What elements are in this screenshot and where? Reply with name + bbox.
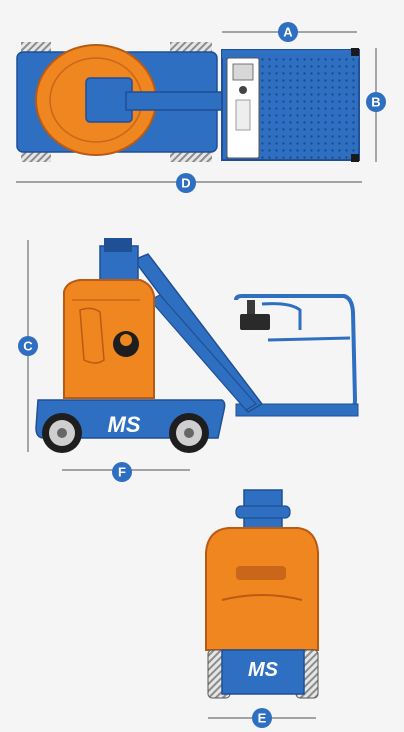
side-platform-midrail xyxy=(267,336,351,342)
warning-decal-inner xyxy=(120,334,132,346)
control-knob-icon xyxy=(239,86,247,94)
dimension-b-label: B xyxy=(371,95,380,110)
top-boom-arm xyxy=(125,91,223,111)
dimension-d-badge xyxy=(176,173,196,193)
dimension-d-label: D xyxy=(181,176,190,191)
dimension-c-label: C xyxy=(23,339,33,354)
rear-view: E MS xyxy=(205,489,319,728)
dimension-a-badge xyxy=(278,22,298,42)
side-view: C F MS xyxy=(18,238,359,482)
side-jib-arm-lower xyxy=(149,294,257,411)
dimension-b-badge xyxy=(366,92,386,112)
top-mast-head xyxy=(85,77,133,123)
platform-corner-post xyxy=(351,154,359,162)
dimension-d: D xyxy=(16,173,362,193)
side-platform-gate xyxy=(261,302,302,330)
dimension-e-label: E xyxy=(258,711,267,726)
rear-brand-logo: MS xyxy=(248,659,279,681)
side-wheel-rear xyxy=(169,413,209,453)
control-panel xyxy=(232,63,254,81)
dimension-a-label: A xyxy=(283,25,293,40)
control-joystick xyxy=(235,99,251,131)
side-body-vent xyxy=(79,307,105,364)
dimension-e-badge xyxy=(252,708,272,728)
side-brand-logo: MS xyxy=(108,412,141,437)
rear-orange-body xyxy=(205,527,319,651)
dimension-f: F xyxy=(62,462,190,482)
dimension-a: A xyxy=(222,22,357,42)
dimension-c: C xyxy=(18,240,38,452)
dimension-b: B xyxy=(366,48,386,162)
rear-mast-cross xyxy=(235,505,291,519)
dimension-f-label: F xyxy=(118,465,126,480)
top-view: A B D xyxy=(16,22,386,193)
top-platform-rail xyxy=(222,50,359,58)
dimension-c-badge xyxy=(18,336,38,356)
side-orange-body xyxy=(63,279,155,399)
rear-body-curve xyxy=(221,594,303,601)
dimension-f-badge xyxy=(112,462,132,482)
rear-body-recess xyxy=(236,566,286,580)
dimension-e: E xyxy=(208,708,316,728)
side-mast-cap xyxy=(104,238,132,252)
side-platform-floor xyxy=(235,403,359,417)
side-control-box xyxy=(240,314,270,330)
side-control-handle xyxy=(247,300,255,314)
platform-corner-post xyxy=(351,48,359,56)
side-wheel-front xyxy=(42,413,82,453)
rear-chassis xyxy=(221,649,305,695)
